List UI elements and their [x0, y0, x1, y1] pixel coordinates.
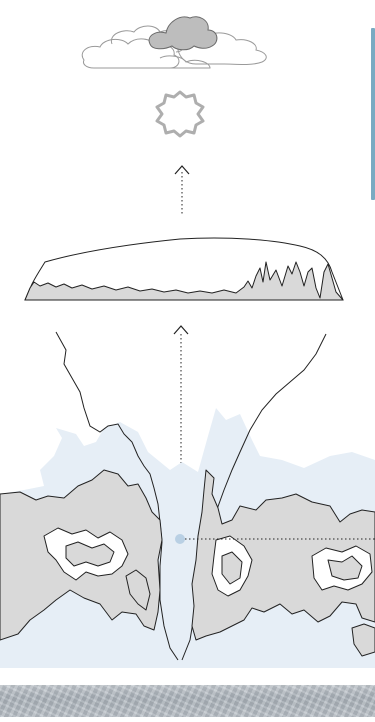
precipitation-arrow — [175, 166, 189, 214]
scroll-indicator[interactable] — [371, 28, 375, 200]
dark-cloud-icon — [149, 17, 217, 50]
ice-texture — [0, 685, 375, 717]
location-marker — [175, 534, 185, 544]
fjord-map — [0, 332, 375, 668]
ice-sheet-icon — [25, 238, 343, 300]
ice-photo-strip — [0, 685, 375, 717]
snowflake-icon — [157, 92, 203, 136]
